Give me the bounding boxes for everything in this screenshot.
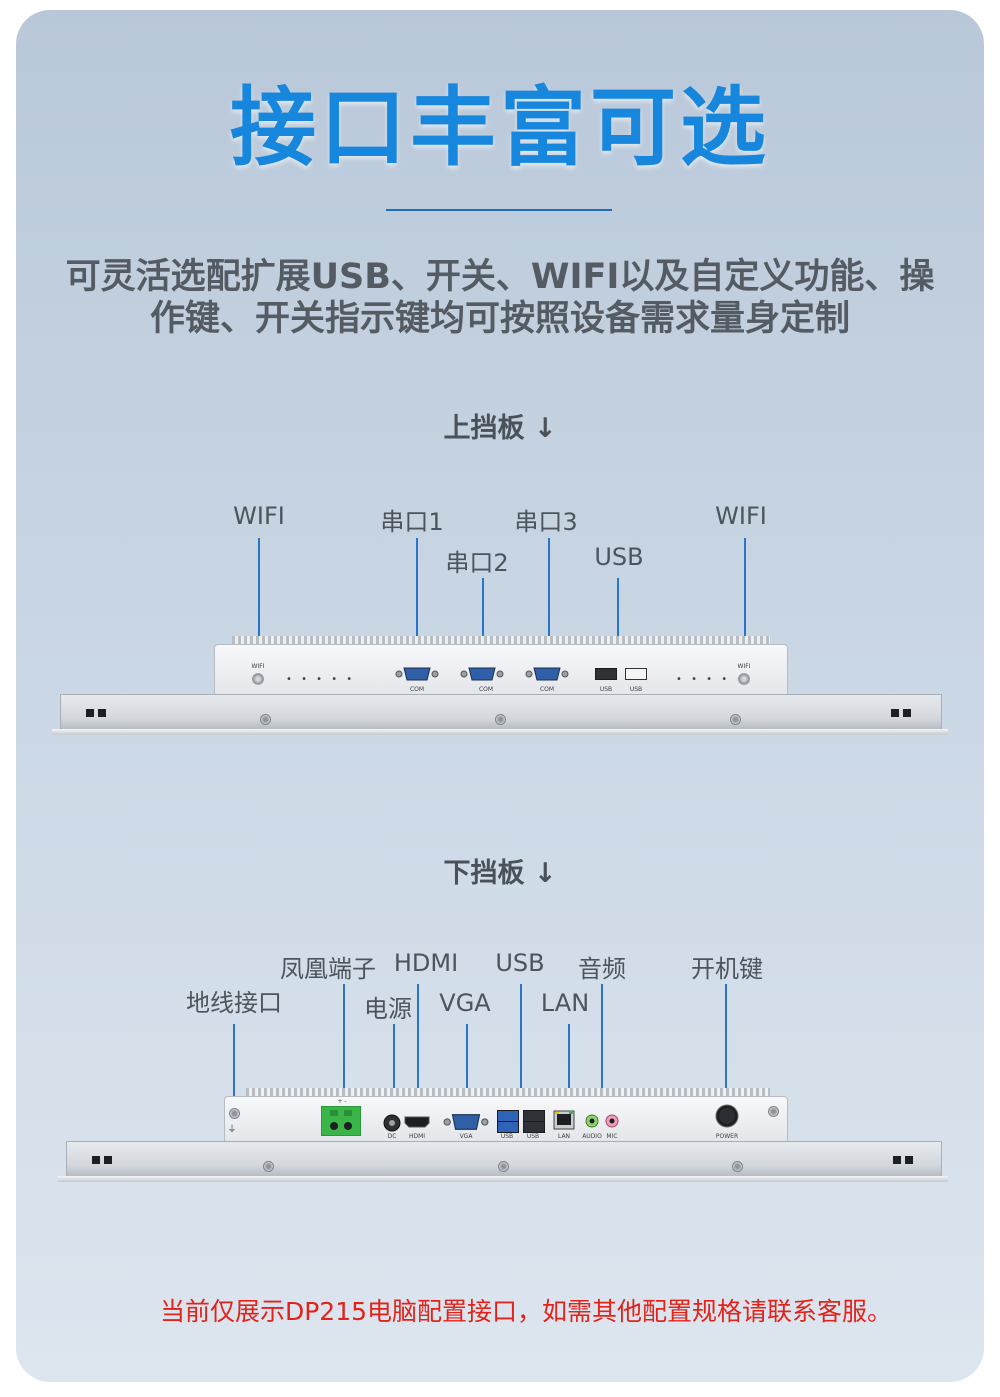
hdmi-mark: HDMI	[408, 1133, 426, 1140]
wifi-mark-right: WIFI	[737, 663, 751, 670]
label-wifi-left: WIFI	[233, 502, 285, 530]
power-mark: POWER	[715, 1133, 739, 1140]
audio-jack-icon	[585, 1114, 599, 1128]
usb-port-1-icon	[595, 668, 617, 680]
leader-ground	[233, 1024, 235, 1100]
usb-port-2-icon	[625, 668, 647, 680]
bezel-mark-icon	[86, 709, 94, 717]
usb2-mark: USB	[629, 686, 643, 693]
bezel-mark-icon	[92, 1156, 100, 1164]
wifi-antenna-icon	[738, 673, 750, 685]
audio-mark: AUDIO	[582, 1133, 602, 1140]
top-panel-heading: 上挡板 ↓	[443, 413, 557, 444]
com2-port-icon	[460, 667, 504, 681]
bottom-heat-fins	[246, 1088, 770, 1096]
label-com3: 串口3	[514, 508, 578, 536]
usb2-port-2-icon	[523, 1121, 545, 1133]
indicator-dots-icon: • • • • •	[676, 674, 746, 685]
power-button-icon	[715, 1104, 739, 1128]
config-note: 当前仅展示DP215电脑配置接口，如需其他配置规格请联系客服。	[159, 1297, 893, 1326]
label-usb: USB	[594, 543, 644, 571]
leader-wifi-right	[744, 538, 746, 648]
bezel-mark-icon	[905, 1156, 913, 1164]
label-phoenix: 凤凰端子	[280, 955, 376, 983]
leader-lan	[568, 1024, 570, 1094]
top-heat-fins	[232, 636, 770, 644]
label-ground: 地线接口	[186, 989, 282, 1017]
leader-audio	[601, 984, 603, 1096]
indicator-dots-icon: • • • • •	[286, 674, 356, 685]
screw-icon	[260, 714, 271, 725]
polarity-mark: + -	[337, 1098, 347, 1105]
mic-mark: MIC	[606, 1133, 618, 1140]
label-vga: VGA	[439, 989, 491, 1017]
label-com2: 串口2	[445, 549, 509, 577]
screw-icon	[495, 714, 506, 725]
ground-symbol-icon: ⏚	[227, 1125, 237, 1135]
bezel-mark-icon	[104, 1156, 112, 1164]
com3-port-icon	[525, 667, 569, 681]
dc-jack-icon	[383, 1114, 401, 1132]
screw-icon	[498, 1161, 509, 1172]
hdmi-port-icon	[404, 1116, 430, 1128]
leader-power	[393, 1024, 395, 1094]
label-lan: LAN	[540, 989, 590, 1017]
wifi-antenna-icon	[252, 673, 264, 685]
ground-screw-icon	[229, 1108, 240, 1119]
leader-com3	[548, 538, 550, 646]
bezel-mark-icon	[893, 1156, 901, 1164]
label-power: 电源	[364, 995, 412, 1023]
screw-icon	[768, 1106, 779, 1117]
title-divider	[386, 209, 612, 211]
phoenix-terminal-icon	[321, 1106, 361, 1136]
usb-mark-b: USB	[526, 1133, 540, 1140]
mic-jack-icon	[605, 1114, 619, 1128]
label-audio: 音频	[578, 955, 626, 983]
leader-power-key	[725, 984, 727, 1094]
page-title: 接口丰富可选	[230, 78, 770, 178]
screw-icon	[730, 714, 741, 725]
screw-icon	[263, 1161, 274, 1172]
leader-com1	[416, 538, 418, 646]
wifi-mark-left: WIFI	[251, 663, 265, 670]
com1-mark: COM	[409, 686, 425, 693]
com3-mark: COM	[539, 686, 555, 693]
leader-vga	[466, 1024, 468, 1096]
leader-wifi-left	[258, 538, 260, 648]
lan-port-icon	[553, 1110, 575, 1130]
bottom-bezel-base	[58, 1176, 948, 1182]
bottom-panel-heading: 下挡板 ↓	[443, 858, 557, 889]
label-wifi-right: WIFI	[715, 502, 767, 530]
subtitle: 可灵活选配扩展USB、开关、WIFI以及自定义功能、操 作键、开关指示键均可按照…	[0, 256, 1000, 340]
com1-port-icon	[395, 667, 439, 681]
label-hdmi: HDMI	[393, 949, 459, 977]
leader-hdmi	[417, 984, 419, 1094]
bezel-mark-icon	[98, 709, 106, 717]
leader-phoenix	[343, 984, 345, 1104]
leader-com2	[482, 578, 484, 648]
top-bezel-base	[52, 729, 948, 735]
usb3-port-2-icon	[497, 1121, 519, 1133]
leader-usb	[617, 578, 619, 648]
subtitle-line-1: 可灵活选配扩展USB、开关、WIFI以及自定义功能、操	[65, 257, 935, 297]
label-usb-bottom: USB	[495, 949, 545, 977]
leader-usb-bottom	[520, 984, 522, 1094]
bezel-mark-icon	[903, 709, 911, 717]
label-com1: 串口1	[380, 508, 444, 536]
vga-mark: VGA	[459, 1133, 473, 1140]
screw-icon	[732, 1161, 743, 1172]
lan-mark: LAN	[557, 1133, 571, 1140]
vga-port-icon	[443, 1114, 489, 1130]
bezel-mark-icon	[891, 709, 899, 717]
usb-mark-a: USB	[500, 1133, 514, 1140]
top-io-panel	[214, 644, 788, 696]
label-power-key: 开机键	[691, 955, 763, 983]
dc-mark: DC	[387, 1133, 397, 1140]
subtitle-line-2: 作键、开关指示键均可按照设备需求量身定制	[149, 299, 850, 339]
com2-mark: COM	[478, 686, 494, 693]
usb1-mark: USB	[599, 686, 613, 693]
